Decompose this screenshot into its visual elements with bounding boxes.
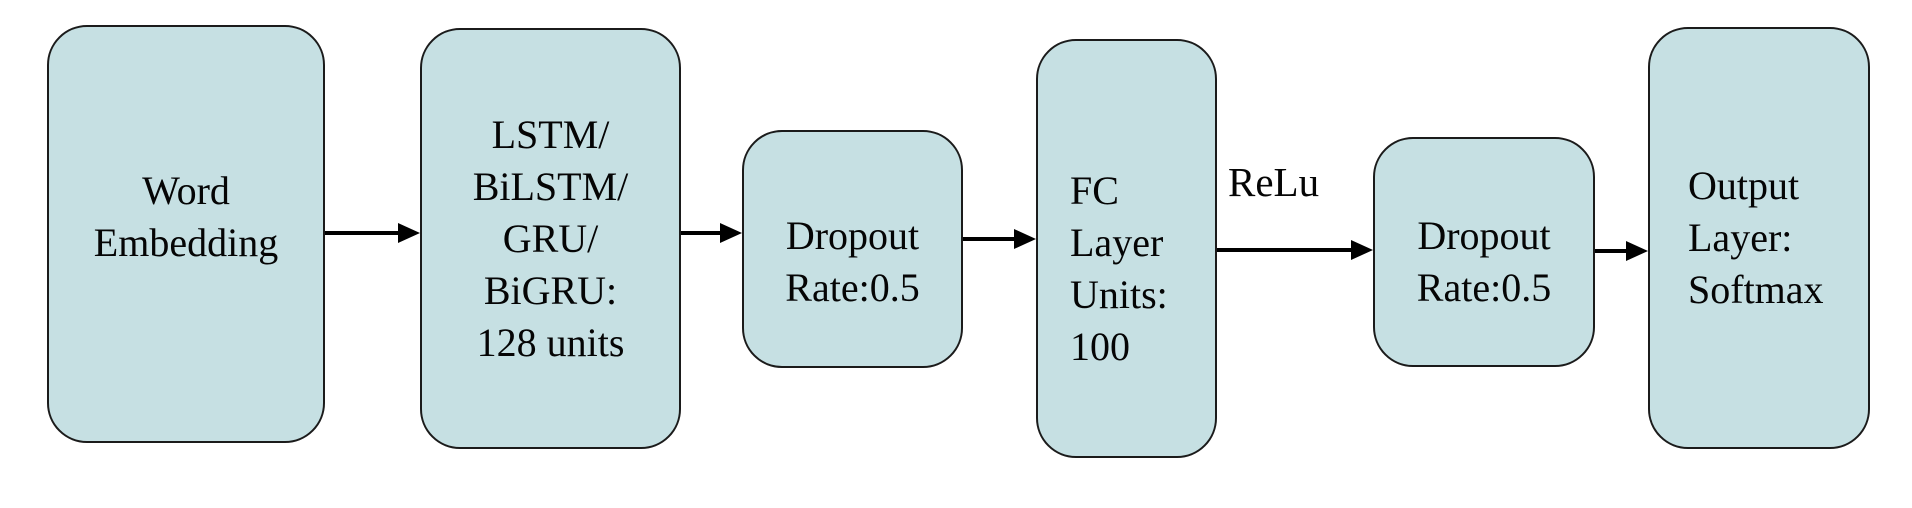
node-line: BiGRU: (483, 267, 618, 313)
arrow-word-embedding-to-recurrent (325, 222, 420, 244)
node-line: GRU/ (502, 215, 599, 261)
node-word-embedding: Word Embedding (47, 25, 325, 443)
arrow-shaft (681, 231, 720, 235)
arrow-dropout-2-to-output (1595, 240, 1648, 262)
node-line: Word (142, 168, 230, 213)
arrowhead-icon (1014, 229, 1036, 249)
edge-label-relu: ReLu (1228, 159, 1320, 205)
node-line: Output (1688, 163, 1800, 208)
arrowhead-icon (398, 223, 420, 243)
arrow-recurrent-to-dropout-1 (681, 222, 742, 244)
node-dropout-2: Dropout Rate:0.5 (1373, 137, 1595, 367)
node-line: Rate:0.5 (1416, 265, 1552, 310)
node-line: Units: (1070, 271, 1168, 317)
arrowhead-icon (720, 223, 742, 243)
node-line: Layer (1070, 219, 1164, 265)
node-line: 100 (1070, 323, 1130, 369)
arrowhead-icon (1626, 241, 1648, 261)
node-fc-layer: FC Layer Units: 100 (1036, 39, 1217, 458)
node-line: Dropout (1417, 213, 1551, 258)
node-line: 128 units (476, 319, 625, 365)
node-line: Dropout (785, 213, 920, 258)
node-line: FC (1070, 167, 1119, 213)
node-recurrent-layer: LSTM/ BiLSTM/ GRU/ BiGRU: 128 units (420, 28, 681, 449)
arrowhead-icon (1351, 240, 1373, 260)
node-line: BiLSTM/ (472, 163, 629, 209)
arrow-shaft (325, 231, 398, 235)
node-line: Layer: (1688, 215, 1793, 260)
node-line: LSTM/ (491, 111, 610, 157)
arrow-shaft (1595, 249, 1626, 253)
arrow-dropout-1-to-fc (963, 228, 1036, 250)
node-line: Rate:0.5 (785, 265, 920, 310)
node-dropout-1: Dropout Rate:0.5 (742, 130, 963, 368)
node-output-layer: Output Layer: Softmax (1648, 27, 1870, 449)
arrow-fc-to-dropout-2 (1217, 239, 1373, 261)
arrow-shaft (963, 237, 1014, 241)
node-line: Embedding (93, 220, 279, 265)
node-line: Softmax (1688, 267, 1824, 312)
arrow-shaft (1217, 248, 1351, 252)
